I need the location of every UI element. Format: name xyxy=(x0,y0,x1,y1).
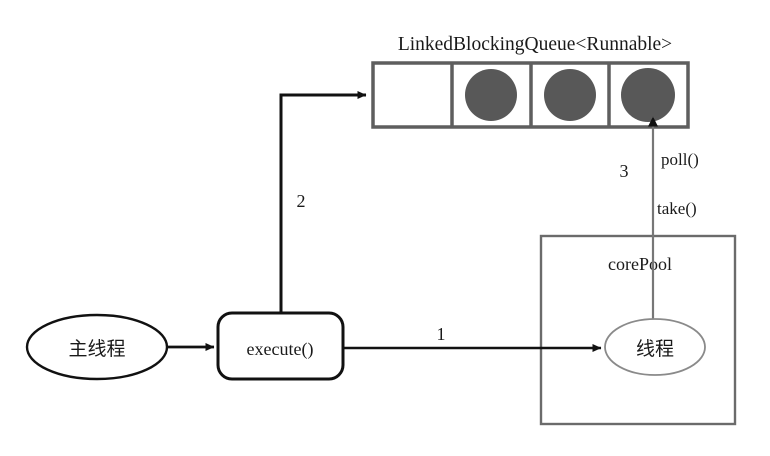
edge-label-2: 2 xyxy=(297,191,306,211)
execute-label: execute() xyxy=(247,339,314,360)
queue-title: LinkedBlockingQueue<Runnable> xyxy=(398,34,672,55)
queue-task-circle xyxy=(544,69,596,121)
take-label: take() xyxy=(657,199,697,218)
blocking-queue-box xyxy=(371,61,690,129)
main-thread-label: 主线程 xyxy=(68,338,125,360)
edge-label-1: 1 xyxy=(437,324,446,344)
edge-execute-to-queue xyxy=(279,91,367,313)
poll-label: poll() xyxy=(661,150,699,169)
worker-thread-node: 线程 xyxy=(604,318,706,376)
worker-thread-label: 线程 xyxy=(636,338,674,360)
execute-node: execute() xyxy=(216,311,345,381)
queue-task-circle xyxy=(465,69,517,121)
queue-task-circle xyxy=(621,68,675,122)
main-thread-node: 主线程 xyxy=(25,313,169,381)
edge-label-3: 3 xyxy=(620,161,629,181)
core-pool-label: corePool xyxy=(608,254,672,274)
